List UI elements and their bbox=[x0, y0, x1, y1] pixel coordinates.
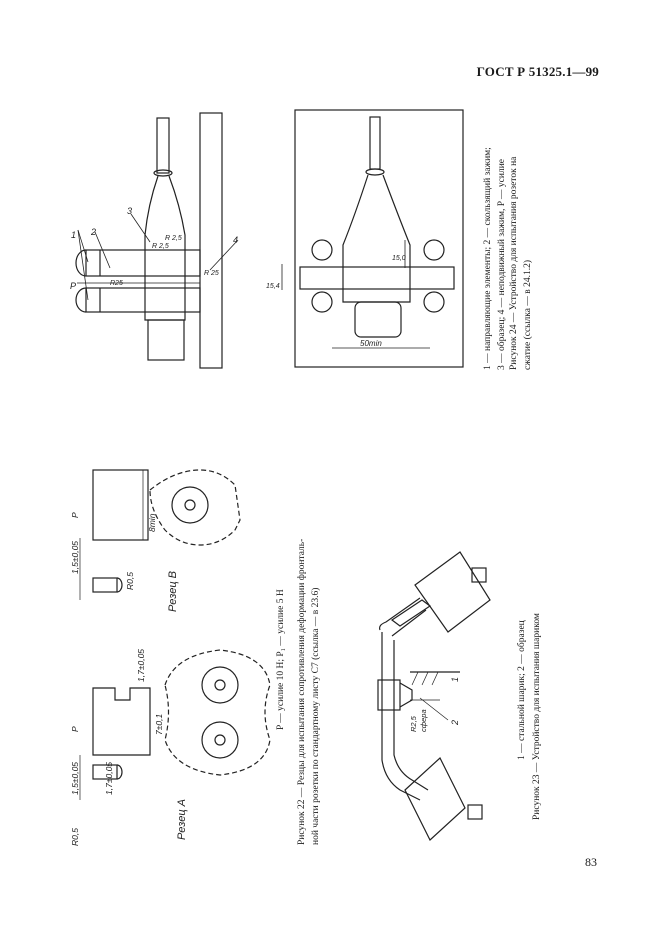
fig24-caption-line-1: Рисунок 24 — Устройство для испытания ро… bbox=[509, 156, 519, 370]
fig22-caption-line-2: ной части розетки по стандартному листу … bbox=[311, 587, 321, 845]
fig22-caption-line-1: Рисунок 22 — Резцы для испытания сопроти… bbox=[297, 538, 307, 845]
fig24-dim-154: 15,4 bbox=[266, 283, 280, 290]
fig24-dim-r25b: R 2,5 bbox=[165, 235, 182, 242]
fig22-label-p1: P bbox=[70, 512, 80, 518]
fig24-dim-15: 15,0 bbox=[392, 255, 406, 262]
fig24-label-2: 2 bbox=[90, 227, 96, 237]
fig22-section-b: Резец В bbox=[167, 571, 179, 612]
fig24-label-4: 4 bbox=[233, 235, 238, 245]
fig22-dim-17-top: 1,7±0,05 bbox=[136, 649, 146, 682]
fig22-dim-7: 7±0,1 bbox=[154, 714, 164, 735]
fig24-legend-line-1: 1 — направляющие элементы; 2 — скользящи… bbox=[483, 147, 493, 370]
fig22-dim-15-b: 1,5±0,05 bbox=[70, 541, 80, 574]
fig24-label-p: P bbox=[70, 281, 76, 291]
fig24-legend-line-2: 3 — образец; 4 — неподвижный зажим, P — … bbox=[497, 158, 507, 370]
fig22-dim-r05-b: R0,5 bbox=[125, 572, 135, 590]
fig22-dim-17-a: 1,7±0,05 bbox=[104, 762, 114, 795]
fig22-legend: P — усилие 10 Н; P₁ — усилие 5 Н bbox=[276, 589, 286, 730]
fig24-dim-r25c: R25 bbox=[110, 280, 123, 287]
fig24-dim-50: 50min bbox=[360, 339, 382, 348]
fig24-dim-r25d: R 25 bbox=[204, 270, 219, 277]
fig23-label-1: 1 bbox=[450, 677, 460, 682]
fig24-label-3: 3 bbox=[127, 206, 132, 216]
fig24-label-1: 1 bbox=[71, 230, 76, 240]
fig23-label-2: 2 bbox=[450, 720, 460, 726]
fig23-dim-r25: R2,5 bbox=[409, 715, 418, 732]
fig23-dim-sphere: сфера bbox=[419, 709, 428, 732]
fig22-section-a: Резец А bbox=[176, 799, 188, 840]
fig22-dim-15-a: 1,5±0,05 bbox=[70, 762, 80, 795]
fig23-caption: Рисунок 23 — Устройство для испытания ша… bbox=[532, 613, 542, 820]
fig23-legend: 1 — стальной шарик; 2 — образец bbox=[517, 620, 527, 760]
page-header: ГОСТ Р 51325.1—99 bbox=[476, 64, 599, 79]
fig24-caption-line-2: сжатие (ссылка — в 24.1.2) bbox=[523, 259, 533, 370]
fig24-dim-r25a: R 2,5 bbox=[152, 243, 169, 250]
fig22-dim-8: 8min bbox=[147, 513, 157, 532]
page-number: 83 bbox=[585, 855, 597, 869]
fig22-label-p: P bbox=[70, 726, 80, 732]
fig22-dim-r05-a: R0,5 bbox=[70, 828, 80, 846]
